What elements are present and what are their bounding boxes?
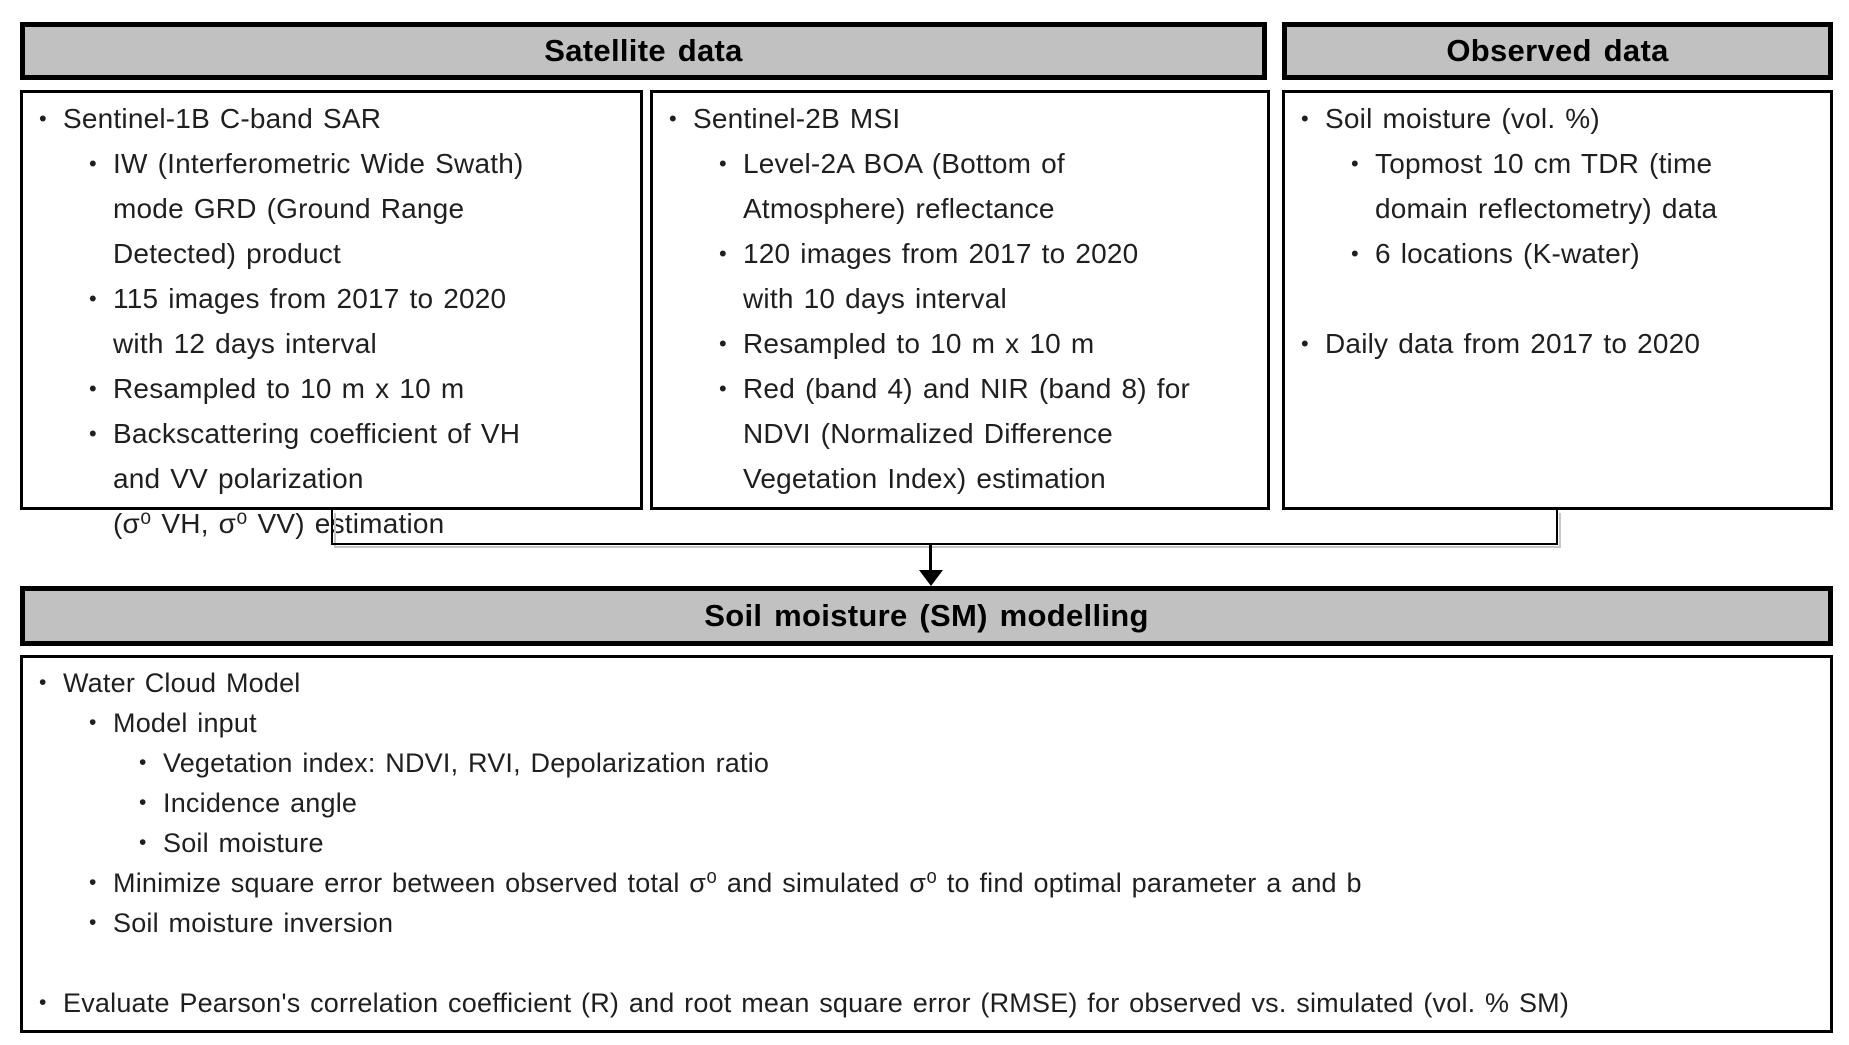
- list-item: Daily data from 2017 to 2020: [1285, 321, 1830, 366]
- list-item: Water Cloud Model: [23, 663, 1830, 703]
- list-item: Soil moisture (vol. %): [1285, 96, 1830, 141]
- list-item: 120 images from 2017 to 2020 with 10 day…: [653, 231, 1267, 321]
- list-item: Red (band 4) and NIR (band 8) for NDVI (…: [653, 366, 1267, 501]
- list-item: Minimize square error between observed t…: [23, 863, 1830, 903]
- sentinel1-sar-box: Sentinel-1B C-band SAR IW (Interferometr…: [20, 90, 643, 539]
- connector-line-horizontal: [331, 543, 1558, 545]
- list-item: Level-2A BOA (Bottom of Atmosphere) refl…: [653, 141, 1267, 231]
- observed-data-header: Observed data: [1282, 22, 1833, 80]
- list-item: 6 locations (K-water): [1285, 231, 1830, 276]
- list-item: Resampled to 10 m x 10 m: [23, 366, 640, 411]
- down-arrow-icon: [929, 545, 932, 572]
- soil-moisture-modelling-box: Water Cloud Model Model input Vegetation…: [20, 655, 1833, 1033]
- list-item: IW (Interferometric Wide Swath) mode GRD…: [23, 141, 640, 276]
- list-item: Resampled to 10 m x 10 m: [653, 321, 1267, 366]
- connector-line-left: [331, 510, 333, 545]
- list-item: Backscattering coefficient of VH and VV …: [23, 411, 640, 546]
- list-item: Sentinel-1B C-band SAR: [23, 96, 640, 141]
- list-item: Topmost 10 cm TDR (time domain reflectom…: [1285, 141, 1830, 231]
- list-item: Model input: [23, 703, 1830, 743]
- list-item: Soil moisture: [23, 823, 1830, 863]
- satellite-data-header: Satellite data: [20, 22, 1267, 80]
- sentinel2-msi-box: Sentinel-2B MSI Level-2A BOA (Bottom of …: [650, 90, 1270, 510]
- observed-data-box: Soil moisture (vol. %) Topmost 10 cm TDR…: [1282, 90, 1833, 510]
- list-item: Sentinel-2B MSI: [653, 96, 1267, 141]
- connector-line-right: [1556, 510, 1558, 545]
- list-item: Evaluate Pearson's correlation coefficie…: [23, 983, 1830, 1023]
- down-arrowhead-icon: [919, 570, 943, 586]
- soil-moisture-modelling-header: Soil moisture (SM) modelling: [20, 586, 1833, 646]
- list-item: 115 images from 2017 to 2020 with 12 day…: [23, 276, 640, 366]
- list-item: Vegetation index: NDVI, RVI, Depolarizat…: [23, 743, 1830, 783]
- list-item: Incidence angle: [23, 783, 1830, 823]
- list-item: Soil moisture inversion: [23, 903, 1830, 943]
